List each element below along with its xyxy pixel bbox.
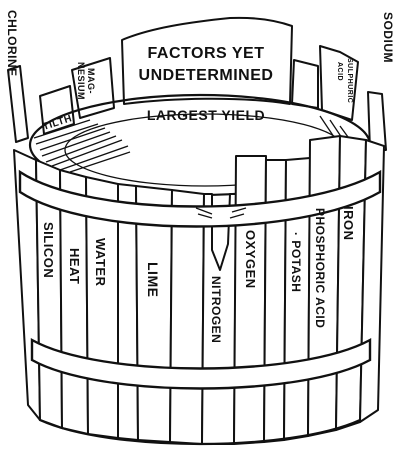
label-largest-yield: LARGEST YIELD <box>147 107 265 123</box>
front-stave-blank-2 <box>170 190 204 444</box>
label-iron: IRON <box>341 206 356 241</box>
label-phosphoric-acid: PHOSPHORIC ACID <box>313 208 327 328</box>
back-stave-small-1 <box>292 60 318 108</box>
label-heat: HEAT <box>67 248 82 284</box>
label-oxygen: OXYGEN <box>243 230 258 289</box>
front-staves <box>14 136 384 444</box>
label-lime: LIME <box>145 262 161 297</box>
label-potash: · POTASH <box>289 232 303 292</box>
label-sulphuric-line2: ACID <box>336 62 343 81</box>
label-factors-line1: FACTORS YET <box>148 45 265 62</box>
label-water: WATER <box>93 238 108 287</box>
label-sodium: SODIUM <box>381 12 395 63</box>
front-stave-oxygen <box>234 156 266 444</box>
back-stave-chlorine <box>8 66 28 142</box>
label-magnesium-line1: MAG- <box>86 68 96 94</box>
label-nitrogen: NITROGEN <box>209 276 223 343</box>
label-sulphuric-line1: SULPHURIC <box>346 58 353 103</box>
label-magnesium-line2: NESIUM <box>76 62 86 100</box>
label-silicon: SILICON <box>41 222 56 278</box>
label-chlorine: CHLORINE <box>5 10 19 77</box>
label-factors-line2: UNDETERMINED <box>139 67 274 84</box>
